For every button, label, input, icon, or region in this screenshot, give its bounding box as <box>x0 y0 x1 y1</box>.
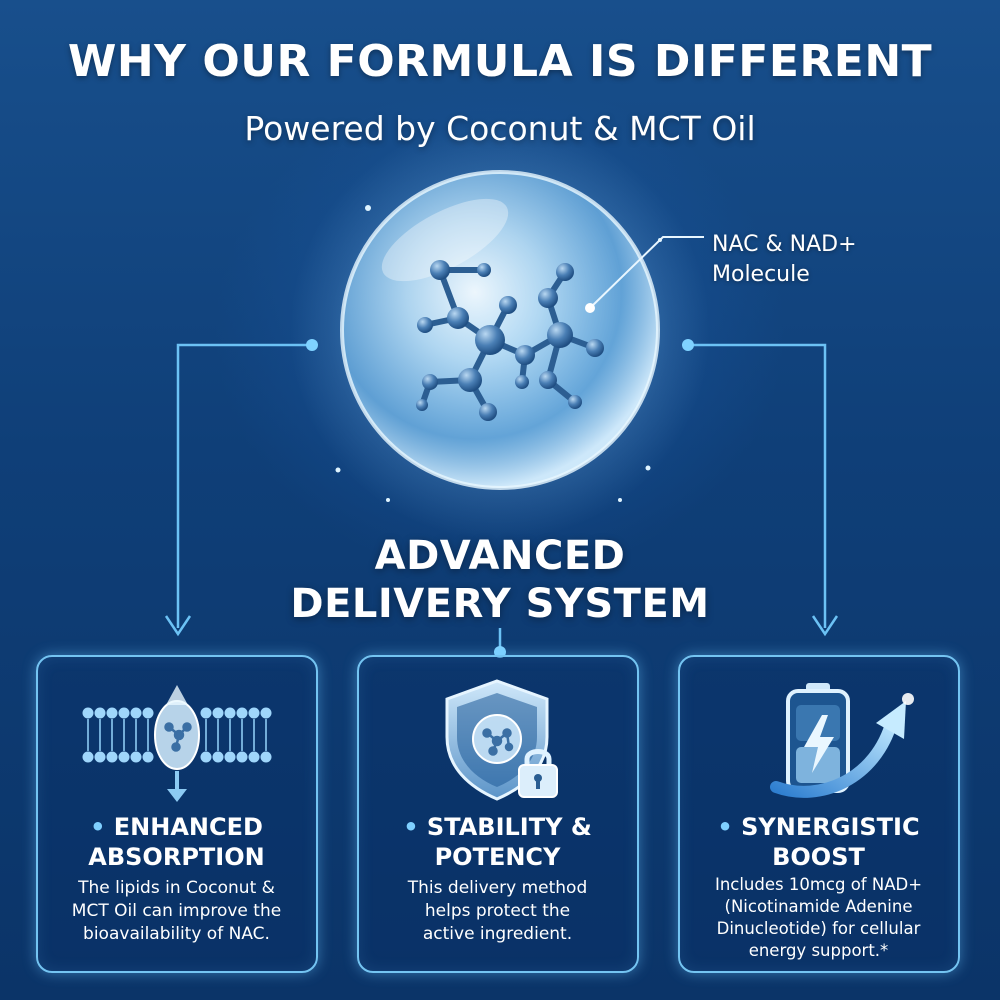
card-title: • SYNERGISTIC BOOST <box>680 812 957 872</box>
card-title-line-2: POTENCY <box>434 843 561 871</box>
callout-line-1: NAC & NAD+ <box>712 232 857 257</box>
card-title-line-1: STABILITY & <box>426 813 592 841</box>
card-enhanced-absorption: • ENHANCED ABSORPTION The lipids in Coco… <box>36 655 318 973</box>
card-title-line-1: ENHANCED <box>113 813 263 841</box>
molecule-callout: NAC & NAD+ Molecule <box>712 230 912 290</box>
system-title-line-1: ADVANCED <box>374 533 626 579</box>
molecule-atoms <box>416 260 604 421</box>
lipid-membrane-icon <box>82 685 272 802</box>
card-text-line-3: active ingredient. <box>422 924 573 944</box>
shield-lock-icon <box>445 679 558 801</box>
system-title: ADVANCED DELIVERY SYSTEM <box>0 532 1000 628</box>
card-text-line-3: Dinucleotide) for cellular <box>716 919 921 938</box>
card-description: This delivery method helps protect the a… <box>369 877 626 946</box>
callout-line <box>589 236 704 309</box>
callout-dot <box>585 303 595 313</box>
card-text-line-1: The lipids in Coconut & <box>78 878 275 898</box>
card-text-line-2: MCT Oil can improve the <box>71 901 282 921</box>
connector-center <box>494 628 506 658</box>
card-text-line-1: This delivery method <box>407 878 588 898</box>
sphere-highlight <box>381 198 509 282</box>
card-text-line-2: (Nicotinamide Adenine <box>724 897 913 916</box>
card-description: The lipids in Coconut & MCT Oil can impr… <box>48 877 305 946</box>
bullet-dot: • <box>717 813 733 841</box>
connector-left <box>164 339 318 637</box>
card-description: Includes 10mcg of NAD+ (Nicotinamide Ade… <box>690 874 947 962</box>
card-title-line-2: ABSORPTION <box>88 843 265 871</box>
card-title: • STABILITY & POTENCY <box>359 812 636 872</box>
bullet-dot: • <box>90 813 106 841</box>
card-stability-potency: • STABILITY & POTENCY This delivery meth… <box>357 655 639 973</box>
card-title-line-1: SYNERGISTIC <box>741 813 920 841</box>
callout-line-2: Molecule <box>712 262 810 287</box>
card-text-line-1: Includes 10mcg of NAD+ <box>714 875 923 894</box>
card-text-line-4: energy support.* <box>748 941 889 960</box>
battery-boost-icon <box>770 683 914 798</box>
system-title-line-2: DELIVERY SYSTEM <box>290 581 710 627</box>
connector-right <box>682 339 839 637</box>
headline: WHY OUR FORMULA IS DIFFERENT <box>67 36 933 87</box>
card-title-line-2: BOOST <box>772 843 865 871</box>
card-title: • ENHANCED ABSORPTION <box>38 812 315 872</box>
card-text-line-3: bioavailability of NAC. <box>83 924 270 944</box>
card-text-line-2: helps protect the <box>424 901 571 921</box>
card-synergistic-boost: • SYNERGISTIC BOOST Includes 10mcg of NA… <box>678 655 960 973</box>
bullet-dot: • <box>403 813 419 841</box>
